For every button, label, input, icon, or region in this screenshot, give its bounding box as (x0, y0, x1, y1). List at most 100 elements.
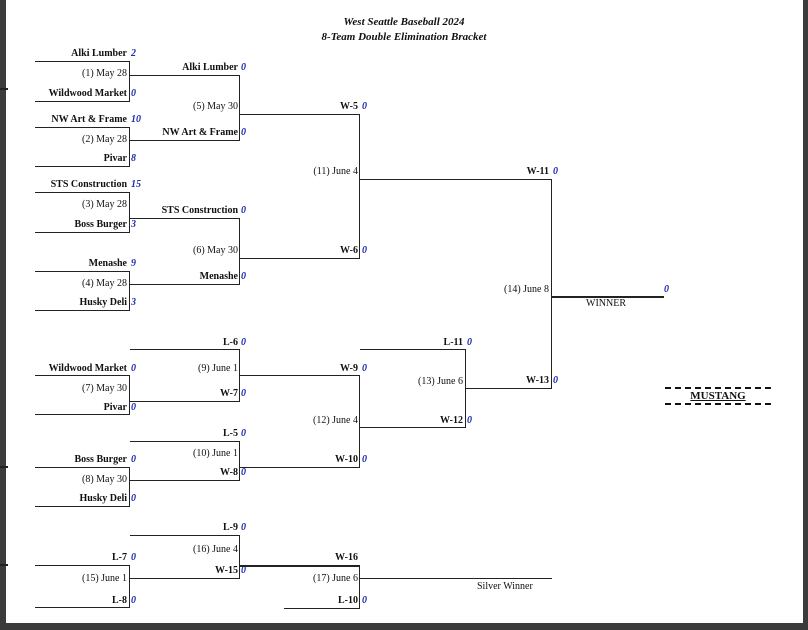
bracket-line (360, 427, 466, 428)
team-name: Menashe (199, 271, 238, 282)
game-label: (7) May 30 (82, 383, 127, 394)
bracket-line (359, 565, 360, 609)
team-name: Husky Deli (79, 297, 127, 308)
bracket-line (129, 271, 130, 311)
game-label: (15) June 1 (82, 573, 127, 584)
team-score: 0 (131, 493, 136, 504)
team-name: W-13 (526, 375, 549, 386)
winner-label: WINNER (586, 298, 626, 309)
game-label: (10) June 1 (193, 448, 238, 459)
bracket-line (130, 441, 240, 442)
bracket-line (0, 466, 8, 468)
bracket-line (465, 349, 466, 428)
bracket-line (35, 506, 130, 507)
team-name: STS Construction (161, 205, 238, 216)
team-name: L-9 (223, 522, 238, 533)
bracket-line (129, 375, 130, 415)
bracket-line (130, 140, 240, 141)
bracket-line (359, 114, 360, 259)
team-name: L-8 (112, 595, 127, 606)
team-score: 0 (241, 127, 246, 138)
bracket-line (130, 578, 240, 579)
team-name: W-8 (220, 467, 238, 478)
team-score: 0 (241, 388, 246, 399)
bracket-line (130, 535, 240, 536)
team-name: L-11 (443, 337, 463, 348)
mustang-logo: MUSTANG (665, 387, 771, 405)
bracket-line (239, 441, 240, 481)
bracket-line (0, 88, 8, 90)
game-label: (4) May 28 (82, 278, 127, 289)
team-score: 8 (131, 153, 136, 164)
bracket-line (35, 232, 130, 233)
bracket-line (35, 166, 130, 167)
team-name: W-15 (215, 565, 238, 576)
bracket-line (35, 467, 130, 468)
team-name: Pivar (103, 402, 127, 413)
bracket-line (35, 310, 130, 311)
team-name: L-7 (112, 552, 127, 563)
bracket-line (35, 414, 130, 415)
team-score: 0 (362, 595, 367, 606)
winner-score: 0 (664, 284, 669, 295)
winner-line (552, 296, 664, 298)
team-score: 0 (241, 522, 246, 533)
team-score: 0 (131, 88, 136, 99)
bracket-line (35, 375, 130, 376)
team-score: 0 (131, 552, 136, 563)
bracket-line (284, 608, 360, 609)
team-score: 0 (467, 415, 472, 426)
game-label: (6) May 30 (193, 245, 238, 256)
team-score: 0 (241, 62, 246, 73)
bracket-line (130, 218, 240, 219)
bracket-line (35, 101, 130, 102)
team-name: L-6 (223, 337, 238, 348)
team-score: 10 (131, 114, 141, 125)
team-score: 0 (131, 595, 136, 606)
game-label: (8) May 30 (82, 474, 127, 485)
bracket-line (240, 375, 360, 376)
bracket-line (129, 467, 130, 507)
team-score: 0 (131, 363, 136, 374)
game-label: (5) May 30 (193, 101, 238, 112)
bracket-line (130, 480, 240, 481)
game-label: (16) June 4 (193, 544, 238, 555)
team-name: Boss Burger (74, 454, 128, 465)
team-name: W-10 (335, 454, 358, 465)
team-name: Husky Deli (79, 493, 127, 504)
team-score: 15 (131, 179, 141, 190)
team-name: Pivar (103, 153, 127, 164)
game-label: (17) June 6 (313, 573, 358, 584)
team-name: W-7 (220, 388, 238, 399)
bracket-line (129, 192, 130, 233)
team-name: Menashe (88, 258, 127, 269)
bracket-line (0, 564, 8, 566)
bracket-line (129, 565, 130, 608)
team-name: W-16 (335, 552, 358, 563)
team-score: 0 (241, 467, 246, 478)
bracket-line (35, 192, 130, 193)
game-label: (13) June 6 (418, 376, 463, 387)
team-score: 3 (131, 219, 136, 230)
bracket-line (551, 179, 552, 389)
bracket-line (35, 607, 130, 608)
team-name: Alki Lumber (71, 48, 127, 59)
team-name: W-12 (440, 415, 463, 426)
team-score: 0 (241, 337, 246, 348)
bracket-line (240, 565, 360, 567)
bracket-line (239, 218, 240, 285)
bracket-line (129, 127, 130, 167)
bracket-line (465, 388, 552, 389)
team-name: W-9 (340, 363, 358, 374)
team-name: Boss Burger (74, 219, 128, 230)
team-score: 2 (131, 48, 136, 59)
team-name: L-5 (223, 428, 238, 439)
bracket-line (239, 349, 240, 402)
team-score: 0 (241, 271, 246, 282)
window-frame-left (0, 0, 6, 630)
team-name: L-10 (338, 595, 358, 606)
team-score: 0 (241, 428, 246, 439)
team-score: 0 (362, 454, 367, 465)
mustang-logo-text: MUSTANG (690, 390, 746, 402)
team-name: Wildwood Market (48, 363, 127, 374)
